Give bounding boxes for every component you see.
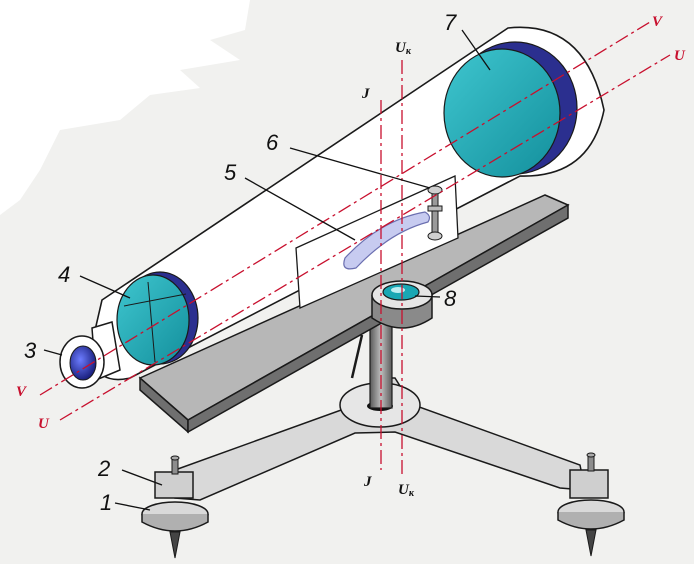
label-axis-j-bottom: J (363, 474, 372, 490)
leader-3 (43, 349, 63, 356)
reticle-lens-icon (116, 271, 199, 366)
leader-5 (244, 177, 356, 241)
left-foot-screw (141, 455, 209, 559)
label-axis-u-right: U (674, 48, 686, 64)
leader-8 (414, 295, 441, 298)
label-axis-v-right: V (652, 14, 664, 30)
adjusting-screw-icon (427, 185, 443, 241)
tube-level-icon (343, 211, 431, 270)
label-part-8: 8 (444, 286, 457, 311)
label-part-1: 1 (100, 490, 112, 515)
label-axis-uk-bottom-main: U (398, 482, 410, 498)
leader-7 (461, 29, 491, 71)
leader-1 (114, 502, 151, 511)
label-axis-v-left: V (16, 384, 28, 400)
label-part-5: 5 (224, 160, 237, 185)
label-axis-uk-bottom: Uк (398, 482, 415, 499)
label-part-6: 6 (266, 130, 279, 155)
label-part-7: 7 (444, 10, 457, 35)
label-axis-u-left: U (38, 416, 50, 432)
right-foot-screw (557, 452, 625, 557)
level-axis-u (59, 54, 671, 421)
label-axis-j-top: J (361, 86, 370, 102)
sight-axis-v (39, 21, 651, 396)
label-axis-uk-top-main: U (395, 40, 407, 56)
optical-axes (39, 21, 671, 475)
objective-lens-icon (443, 41, 578, 178)
leader-2 (121, 469, 163, 486)
eyepiece-icon (59, 335, 105, 389)
leader-lines (43, 29, 491, 511)
tripod-base (174, 377, 586, 501)
label-part-3: 3 (24, 338, 37, 363)
label-part-4: 4 (58, 262, 70, 287)
scribble-mark (0, 0, 250, 215)
label-axis-uk-top: Uк (395, 40, 412, 57)
leader-6 (289, 147, 431, 189)
label-axis-uk-bottom-sub: к (409, 488, 415, 499)
label-part-2: 2 (97, 456, 110, 481)
leader-4 (79, 275, 131, 299)
label-axis-uk-top-sub: к (406, 46, 412, 57)
